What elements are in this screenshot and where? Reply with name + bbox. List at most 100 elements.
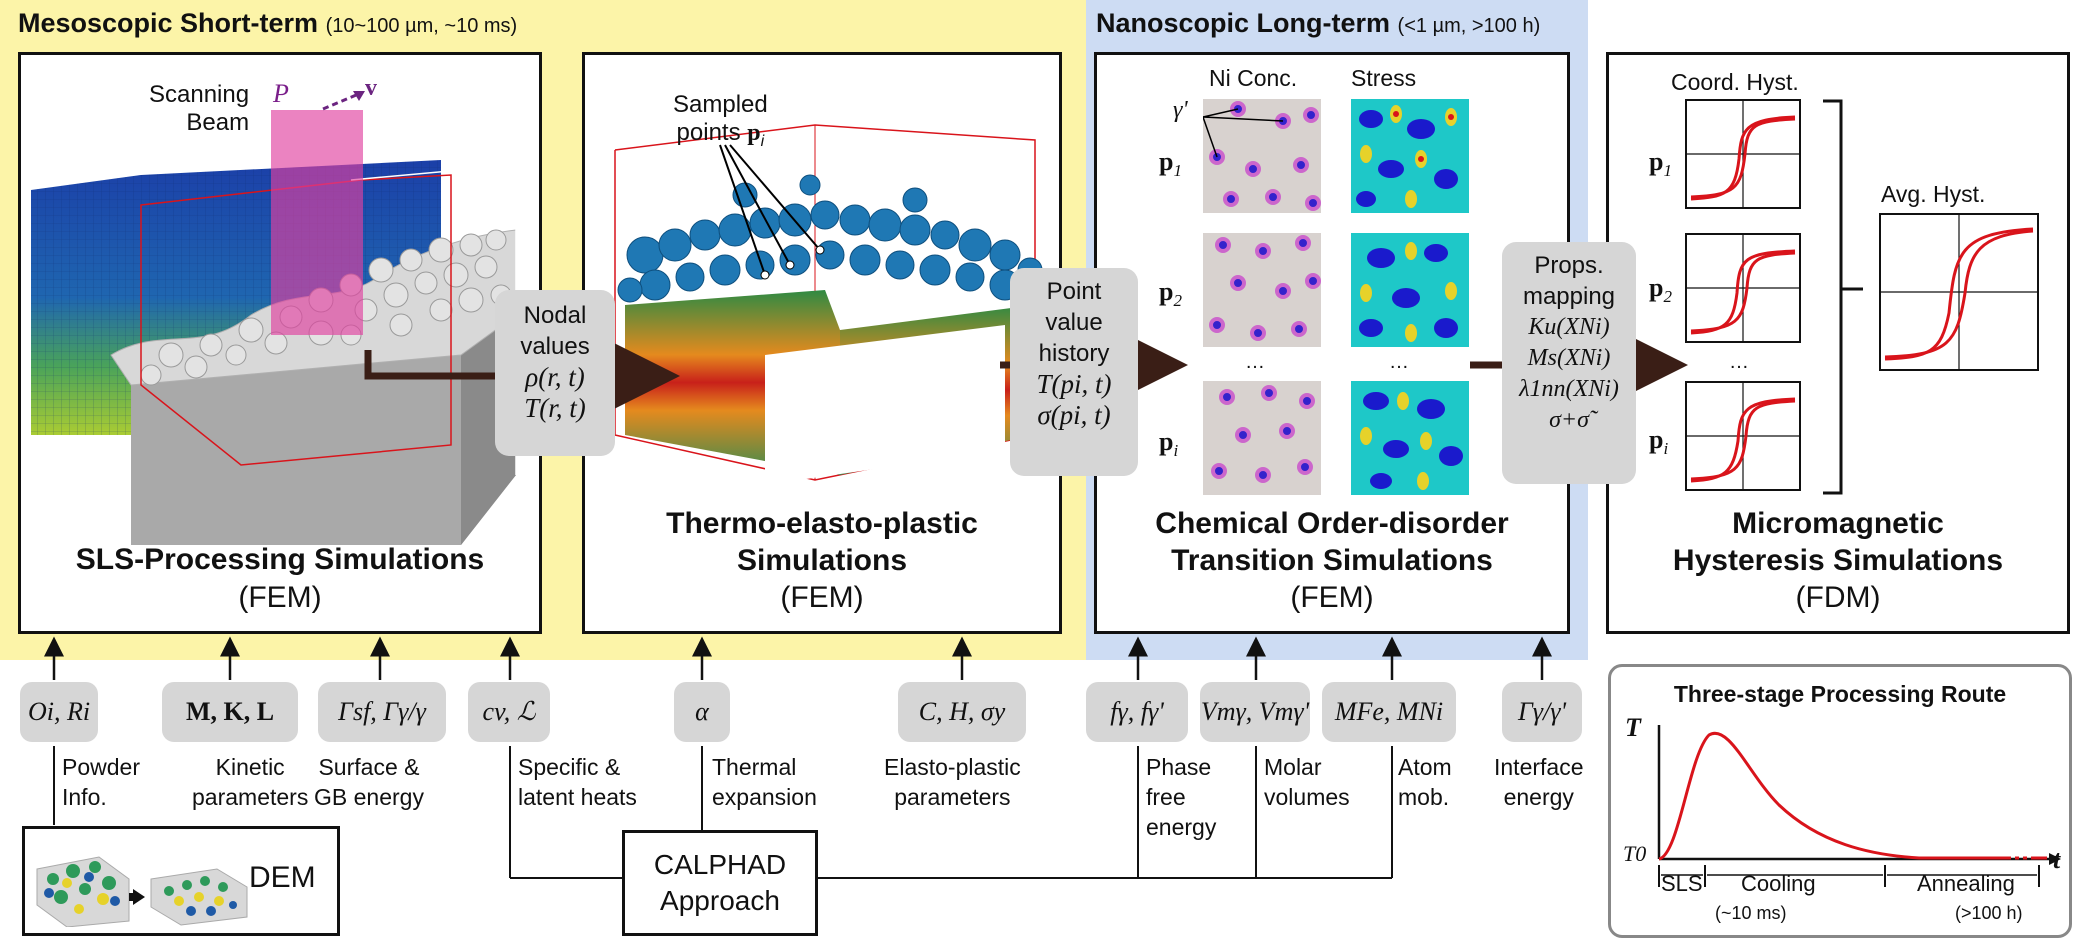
- param-molar-volume-symbol: Vmγ, Vmγ': [1200, 682, 1310, 742]
- avg-hyst-label: Avg. Hyst.: [1881, 181, 1986, 207]
- sls-panel-method: (FEM): [238, 581, 322, 614]
- nodal-label-2: values: [520, 333, 590, 360]
- chem-row-label-pi: pi: [1159, 427, 1179, 461]
- thermo-simulation-image: [614, 124, 1043, 485]
- props-label-2: mapping: [1522, 283, 1616, 310]
- calphad-box: CALPHAD Approach: [622, 830, 818, 936]
- chemical-order-disorder-panel: Ni Conc. Stress γ' γ p1 p2 pi … … Chemic…: [1094, 52, 1570, 634]
- hysteresis-plot-p2: [1685, 233, 1801, 343]
- stage-cooling-label: Cooling: [1741, 871, 1816, 896]
- micromagnetic-panel: Coord. Hyst. Avg. Hyst. p1 p2 pi … Micro…: [1606, 52, 2070, 634]
- stage-annealing-label: Annealing: [1917, 871, 2015, 896]
- props-mapping-box: Props. mapping Ku(XNi) Ms(XNi) λ1nn(XNi)…: [1502, 242, 1636, 484]
- param-interface-energy-symbol: Γγ/γ': [1502, 682, 1582, 742]
- thermo-panel-title-2: Simulations: [736, 544, 908, 577]
- scanning-beam-label: Scanning Beam: [149, 81, 250, 136]
- point-stress-eq: σ(pi, t): [1037, 400, 1111, 430]
- ni-conc-map-p2: [1203, 233, 1321, 347]
- chem-panel-method: (FEM): [1290, 581, 1374, 614]
- temperature-profile-plot: [1657, 725, 2061, 887]
- micro-row-label-p1: p1: [1649, 147, 1672, 181]
- chem-ellipsis-stress: …: [1389, 351, 1411, 373]
- dem-label: DEM: [249, 861, 316, 894]
- nodal-label-1: Nodal: [523, 302, 587, 329]
- dem-box: DEM: [22, 826, 340, 936]
- sls-processing-panel: Scanning Beam P v SLS-Processing Simulat…: [18, 52, 542, 634]
- param-interface-energy-label: Interface energy: [1494, 754, 1584, 810]
- sampled-points-label: Sampled points pi: [673, 91, 768, 150]
- param-powder-symbol: Oi, Ri: [20, 682, 98, 742]
- thermo-panel-title-1: Thermo-elasto-plastic: [666, 507, 978, 540]
- chem-panel-title-2: Transition Simulations: [1171, 544, 1493, 577]
- props-lambda-eq: λ1nn(XNi): [1519, 376, 1619, 402]
- hysteresis-plot-pi: [1685, 381, 1801, 491]
- beam-power-symbol: P: [273, 79, 289, 108]
- point-value-history-box: Point value history T(pi, t) σ(pi, t): [1010, 268, 1138, 476]
- dem-particle-image: [36, 856, 248, 927]
- stress-map-p2: [1351, 233, 1469, 347]
- sampled-point-symbol: p: [747, 120, 761, 146]
- micro-ellipsis: …: [1729, 351, 1751, 373]
- micro-panel-title-2: Hysteresis Simulations: [1672, 544, 2004, 577]
- ni-conc-map-pi: [1203, 381, 1321, 495]
- param-thermal-symbol: α: [674, 682, 730, 742]
- chem-row-label-p2: p2: [1159, 277, 1182, 311]
- param-surface-symbol: Γsf, Γγ/γ: [318, 682, 446, 742]
- nodal-values-box: Nodal values ρ(r, t) T(r, t): [495, 290, 615, 456]
- param-thermal-label: Thermal expansion: [712, 754, 817, 810]
- param-powder-label: Powder Info.: [62, 754, 140, 810]
- stress-map-pi: [1351, 381, 1469, 495]
- param-kinetic-symbol: M, K, L: [162, 682, 298, 742]
- nodal-density-eq: ρ(r, t): [525, 362, 585, 392]
- averaging-bracket: [1823, 99, 1863, 495]
- point-temperature-eq: T(pi, t): [1036, 369, 1112, 399]
- hysteresis-plot-p1: [1685, 99, 1801, 209]
- micro-panel-title-1: Micromagnetic: [1732, 507, 1944, 540]
- chem-ellipsis-ni: …: [1245, 351, 1267, 373]
- param-kinetic-label: Kinetic parameters: [192, 754, 309, 810]
- thermo-panel-method: (FEM): [780, 581, 864, 614]
- props-ms-eq: Ms(XNi): [1527, 345, 1611, 371]
- point-label-2: value: [1045, 309, 1103, 336]
- micro-row-label-pi: pi: [1649, 425, 1669, 459]
- processing-route-title: Three-stage Processing Route: [1673, 681, 2007, 707]
- chem-row-label-p1: p1: [1159, 147, 1182, 181]
- calphad-label: CALPHAD Approach: [653, 849, 787, 916]
- ni-conc-column-label: Ni Conc.: [1209, 65, 1298, 91]
- param-atom-mobility-label: Atom mob.: [1398, 754, 1452, 810]
- mesoscopic-region-title: Mesoscopic Short-term (10~100 µm, ~10 ms…: [18, 8, 518, 38]
- stress-column-label: Stress: [1351, 65, 1417, 91]
- stage-sls-label: SLS: [1661, 871, 1703, 896]
- temperature-axis-label: T: [1625, 713, 1641, 742]
- param-heat-label: Specific & latent heats: [518, 754, 637, 810]
- avg-hysteresis-plot: [1879, 213, 2039, 371]
- props-label-1: Props.: [1534, 252, 1604, 279]
- chem-panel-title-1: Chemical Order-disorder: [1155, 507, 1509, 540]
- nanoscopic-region-title: Nanoscopic Long-term (<1 µm, >100 h): [1096, 8, 1541, 38]
- props-stress-eq: σ+σ̃: [1549, 407, 1589, 433]
- duration-long-label: (>100 h): [1955, 903, 2023, 923]
- point-label-1: Point: [1046, 278, 1102, 305]
- param-molar-volume-label: Molar volumes: [1264, 754, 1350, 810]
- param-phase-energy-label: Phase free energy: [1146, 754, 1217, 840]
- sls-simulation-image: [31, 110, 517, 545]
- duration-short-label: (~10 ms): [1715, 903, 1787, 923]
- micro-panel-method: (FDM): [1795, 581, 1881, 614]
- micro-row-label-p2: p2: [1649, 273, 1672, 307]
- processing-route-box: Three-stage Processing Route T t T0 SLS …: [1608, 664, 2072, 938]
- param-elastoplastic-label: Elasto-plastic parameters: [884, 754, 1021, 810]
- param-surface-label: Surface & GB energy: [314, 754, 424, 810]
- param-elastoplastic-symbol: C, H, σy: [898, 682, 1026, 742]
- sls-panel-title: SLS-Processing Simulations: [75, 543, 485, 576]
- coord-hyst-label: Coord. Hyst.: [1671, 69, 1799, 95]
- point-label-3: history: [1038, 340, 1110, 367]
- param-heat-symbol: cv, ℒ: [468, 682, 550, 742]
- stress-map-p1: [1351, 99, 1469, 213]
- props-ku-eq: Ku(XNi): [1528, 314, 1610, 340]
- time-axis-label: t: [2053, 845, 2061, 874]
- param-atom-mobility-symbol: MFe, MNi: [1322, 682, 1456, 742]
- nodal-temperature-eq: T(r, t): [524, 393, 586, 423]
- beam-velocity-symbol: v: [365, 75, 377, 101]
- ni-conc-map-p1: [1203, 99, 1321, 213]
- gamma-prime-label: γ': [1173, 97, 1188, 123]
